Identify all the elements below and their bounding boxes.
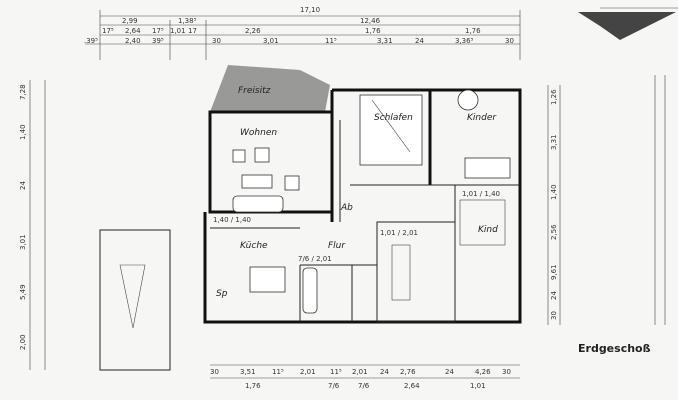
dimension-label: 1,01	[170, 27, 186, 35]
dimension-label: 7,28	[19, 84, 27, 100]
floor-title: Erdgeschoß	[578, 342, 651, 355]
furniture	[99, 89, 511, 371]
dimension-label: 12,46	[360, 17, 381, 25]
dimension-label: 2,40	[125, 37, 141, 45]
dimension-label: 3,31	[377, 37, 393, 45]
dimension-label: 2,56	[550, 224, 558, 240]
house-walls	[203, 88, 522, 324]
dimension-label: 2,01	[300, 368, 316, 376]
dimension-label: 2,99	[122, 17, 138, 25]
room-label-abstell: Ab	[340, 203, 353, 213]
dimension-label: 3,36⁵	[455, 37, 474, 45]
dimension-label: 24	[380, 368, 389, 376]
dimension-label: 7/6	[358, 382, 370, 390]
dimension-label: 7/6 / 2,01	[298, 255, 332, 263]
dimension-label: 30	[210, 368, 219, 376]
dimension-label: 17	[188, 27, 197, 35]
dimension-label: 17⁵	[152, 27, 164, 35]
dimension-label: 11⁵	[272, 368, 284, 376]
room-label-wohnen: Wohnen	[240, 128, 277, 138]
dimension-label: 1,01 / 1,40	[462, 190, 500, 198]
room-label-kind: Kind	[478, 225, 498, 235]
dimension-label: 30	[550, 311, 558, 320]
dimension-label: 3,01	[19, 234, 27, 250]
dimension-label: 1,26	[550, 89, 558, 105]
dimension-label: 1,01	[470, 382, 486, 390]
dimension-label: 1,40	[550, 184, 558, 200]
room-label-freisitz: Freisitz	[238, 86, 271, 96]
dimension-label: 2,00	[19, 334, 27, 350]
room-label-speis: Sp	[216, 289, 228, 299]
dimension-label: .39⁵	[84, 37, 98, 45]
dimension-label: 39⁵	[152, 37, 164, 45]
dimension-label: 2,26	[245, 27, 261, 35]
dimension-label: 7/6	[328, 382, 340, 390]
dimension-label: 11⁵	[330, 368, 342, 376]
dimension-label: 1,76	[465, 27, 481, 35]
dimension-label: 2,01	[352, 368, 368, 376]
dimension-label: 30	[212, 37, 221, 45]
dimension-label: 24	[550, 291, 558, 300]
dimension-label: 3,31	[550, 134, 558, 150]
room-label-kinder: Kinder	[467, 113, 497, 123]
dimension-label: 4,26	[475, 368, 491, 376]
dimension-label: 24	[445, 368, 454, 376]
dimension-label: 1,40	[19, 124, 27, 140]
dimension-label: 3,01	[263, 37, 279, 45]
top-dimension-lines	[85, 10, 521, 60]
dim-top-total: 17,10	[300, 6, 320, 14]
north-arrow-icon	[578, 7, 678, 40]
dimension-label: 1,01 / 2,01	[380, 229, 418, 237]
dimension-label: 9,61	[550, 264, 558, 280]
freisitz-terrace	[210, 65, 330, 112]
dimension-label: 3,51	[240, 368, 256, 376]
dimension-label: 2,76	[400, 368, 416, 376]
dimension-label: 1,38⁵	[178, 17, 197, 25]
dimension-label: 1,40 / 1,40	[213, 216, 251, 224]
dimension-label: 11⁵	[325, 37, 337, 45]
room-label-schlafen: Schlafen	[374, 113, 413, 123]
dimension-label: 24	[19, 181, 27, 190]
dimension-label: 17⁵	[102, 27, 114, 35]
side-dimension-lines	[29, 75, 666, 379]
dimension-label: 1,76	[365, 27, 381, 35]
dimension-label: 24	[415, 37, 424, 45]
dimension-label: 2,64	[125, 27, 141, 35]
room-label-kueche: Küche	[240, 241, 268, 251]
dimension-label: 2,64	[404, 382, 420, 390]
dimension-label: 1,76	[245, 382, 261, 390]
dimension-label: 5,49	[19, 284, 27, 300]
dimension-label: 30	[505, 37, 514, 45]
room-label-flur: Flur	[328, 241, 346, 251]
dimension-label: 30	[502, 368, 511, 376]
garage	[99, 229, 171, 371]
